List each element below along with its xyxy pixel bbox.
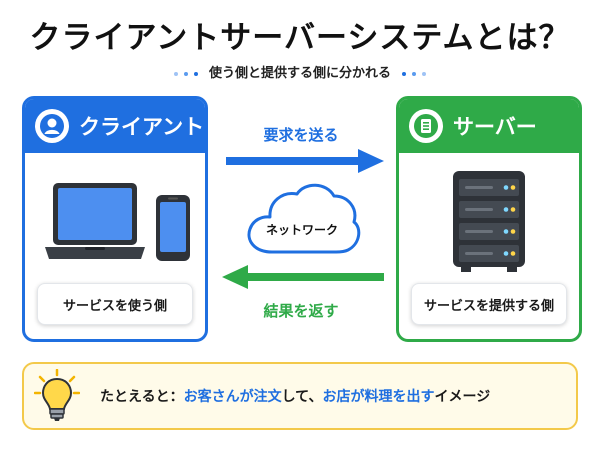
server-label-box: サービスを提供する側 (411, 283, 567, 325)
response-label: 結果を返す (263, 302, 339, 320)
server-header: サーバー (399, 99, 579, 153)
analogy-highlight-serve: お店が料理を出す (322, 389, 435, 405)
network-label: ネットワーク (265, 223, 338, 237)
analogy-connector: して、 (281, 389, 323, 405)
analogy-suffix: イメージ (434, 389, 491, 405)
analogy-highlight-order: お客さんが注文 (183, 389, 282, 405)
page-title: クライアントサーバーシステムとは？ (29, 20, 571, 56)
user-icon (35, 109, 69, 143)
laptop-icon (45, 183, 145, 259)
response-arrow (222, 265, 384, 289)
lightbulb-icon (34, 369, 80, 421)
analogy-prefix: たとえると： (100, 389, 184, 405)
analogy-box: たとえると：お客さんが注文して、お店が料理を出すイメージ (22, 362, 578, 430)
client-header: クライアント (25, 99, 205, 153)
subtitle-row: 使う側と提供する側に分かれる (0, 62, 600, 81)
analogy-text: たとえると：お客さんが注文して、お店が料理を出すイメージ (100, 386, 490, 406)
client-label-box: サービスを使う側 (37, 283, 193, 325)
cloud-icon (247, 183, 361, 254)
server-rack-icon (453, 171, 525, 272)
decorative-dots-left (171, 66, 201, 81)
request-arrow (226, 149, 384, 173)
client-header-label: クライアント (79, 115, 205, 139)
server-icon (409, 109, 443, 143)
server-header-label: サーバー (453, 115, 537, 139)
smartphone-icon (156, 195, 190, 261)
decorative-dots-right (399, 66, 429, 81)
subtitle-text: 使う側と提供する側に分かれる (208, 66, 391, 81)
server-panel: サーバー サービスを提供する側 (396, 96, 582, 342)
client-panel: クライアント サービスを使う側 (22, 96, 208, 342)
request-label: 要求を送る (263, 126, 339, 144)
